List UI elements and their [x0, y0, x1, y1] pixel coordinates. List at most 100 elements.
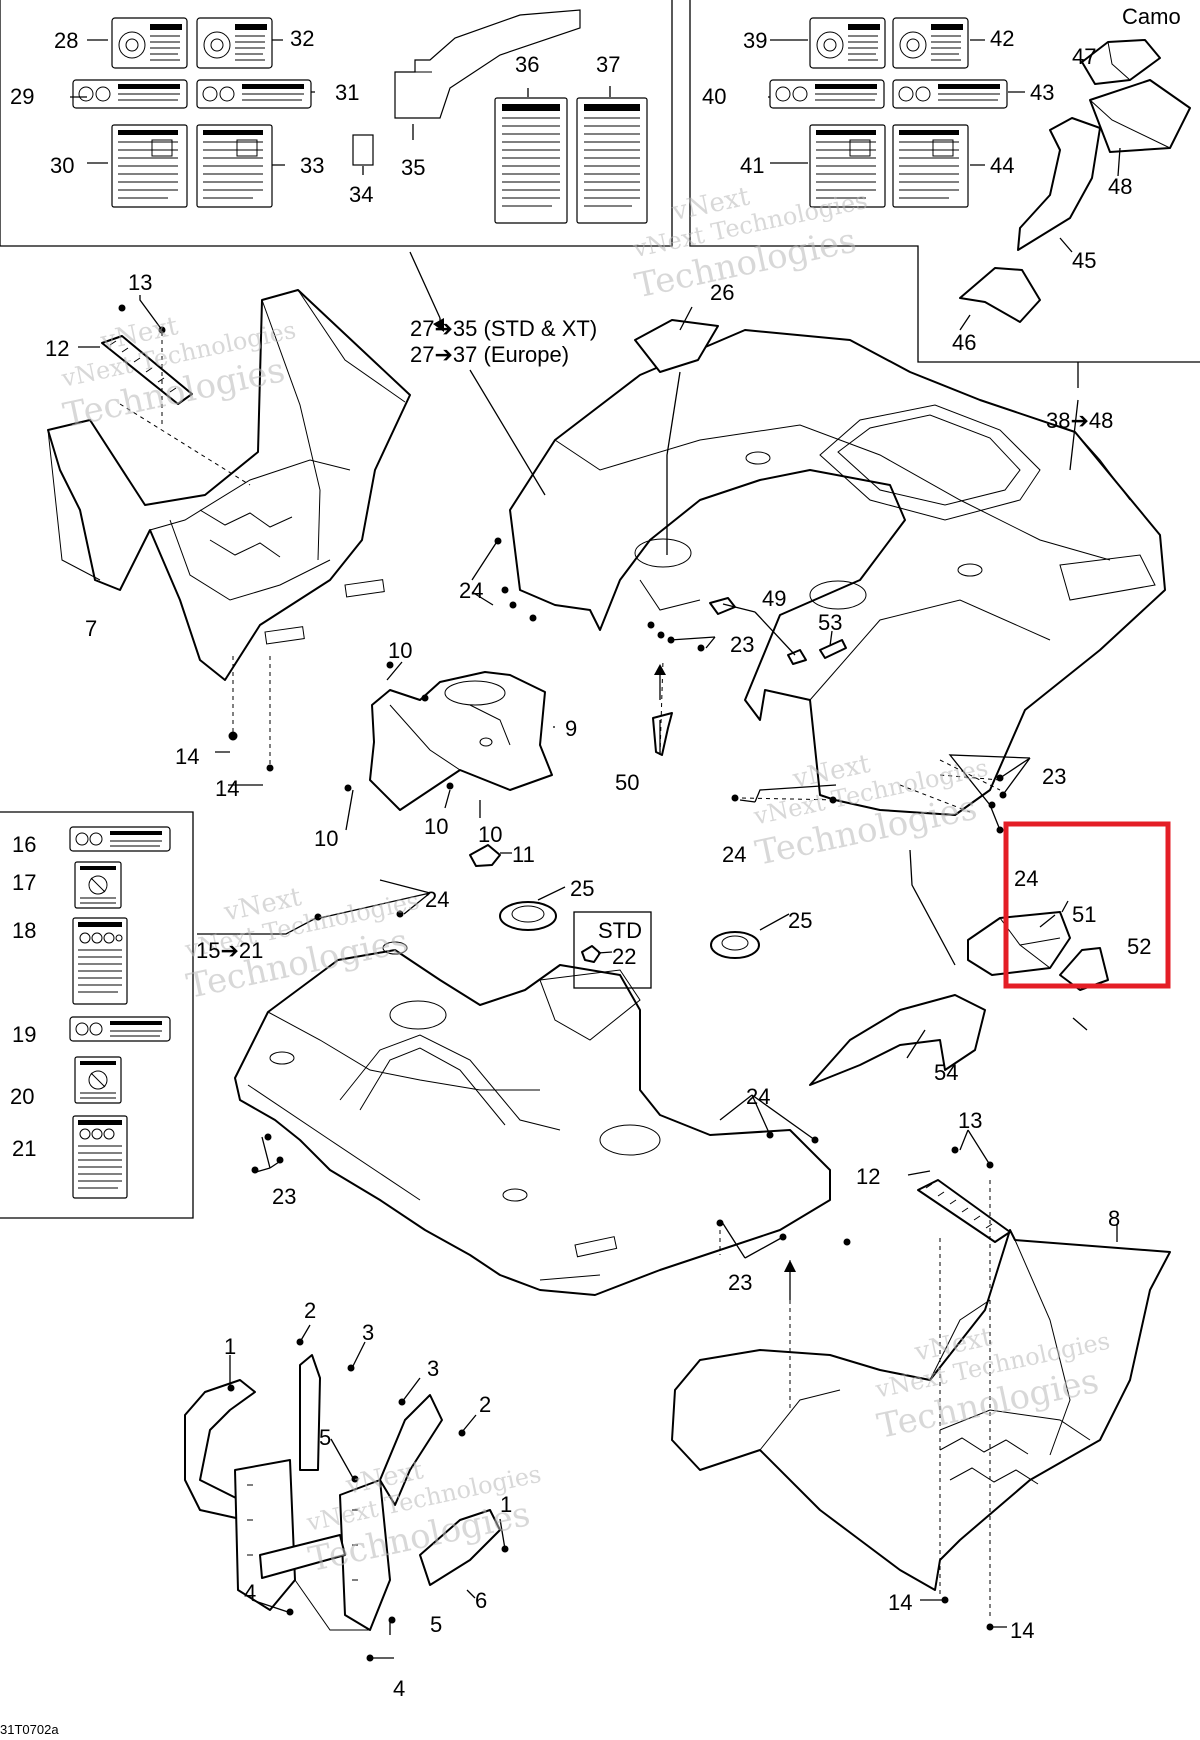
callout-10-mid: 10: [424, 814, 448, 839]
callout-24-rear-left: 24: [459, 578, 483, 603]
decal-39: [809, 17, 886, 69]
callout-20: 20: [10, 1084, 34, 1109]
std-box: [573, 911, 652, 989]
part-53: [819, 639, 847, 659]
callout-30: 30: [50, 153, 74, 178]
callout-38-48: 38➔48: [1046, 408, 1113, 433]
callout-6: 6: [475, 1588, 487, 1613]
callout-3-left: 3: [362, 1320, 374, 1345]
callout-23-rear-left: 23: [730, 632, 754, 657]
callout-18: 18: [12, 918, 36, 943]
callout-49: 49: [762, 586, 786, 611]
decal-28: [111, 17, 188, 69]
decal-33: [196, 124, 273, 208]
callout-12-bottom: 12: [856, 1164, 880, 1189]
callout-44: 44: [990, 153, 1014, 178]
part-22: [581, 945, 601, 963]
callout-3-mid: 3: [427, 1356, 439, 1381]
camo-part-47: [1081, 39, 1161, 85]
callout-36: 36: [515, 52, 539, 77]
callout-10-top: 10: [388, 638, 412, 663]
callout-14-left-a: 14: [175, 744, 199, 769]
callout-10-left: 10: [314, 826, 338, 851]
callout-40: 40: [702, 84, 726, 109]
callout-24-front-left: 24: [425, 887, 449, 912]
decal-panel-top-right: [689, 0, 1200, 363]
callout-4-left: 4: [244, 1580, 256, 1605]
callout-5-top: 5: [319, 1425, 331, 1450]
front-fender-15: [234, 941, 831, 1296]
callout-8: 8: [1108, 1206, 1120, 1231]
callout-2-right: 2: [479, 1392, 491, 1417]
callout-16: 16: [12, 832, 36, 857]
part-49b: [787, 649, 807, 665]
callout-15-21: 15➔21: [196, 938, 263, 963]
decal-37: [576, 97, 648, 224]
footrest-12-right: [917, 1179, 1011, 1243]
callout-52: 52: [1127, 934, 1151, 959]
callout-23-front-right: 23: [728, 1270, 752, 1295]
callout-22: 22: [612, 944, 636, 969]
callout-33: 33: [300, 153, 324, 178]
callout-27-37: 27➔37 (Europe): [410, 342, 569, 367]
callout-9: 9: [565, 716, 577, 741]
decal-42: [892, 17, 969, 69]
callout-34: 34: [349, 182, 373, 207]
callout-42: 42: [990, 26, 1014, 51]
callout-24-front-right: 24: [746, 1084, 770, 1109]
decal-31: [196, 79, 312, 109]
highlight-box: [1003, 821, 1171, 989]
callout-17: 17: [12, 870, 36, 895]
callout-27-35: 27➔35 (STD & XT): [410, 316, 597, 341]
dashed-guides: [119, 332, 1001, 1618]
callout-13-top: 13: [128, 270, 152, 295]
callout-24-box: 24: [1014, 866, 1038, 891]
callout-1-left: 1: [224, 1334, 236, 1359]
grommet-25-right: [710, 931, 760, 959]
callout-54: 54: [934, 1060, 958, 1085]
decal-44: [892, 124, 969, 208]
callout-31: 31: [335, 80, 359, 105]
callout-1-right: 1: [500, 1492, 512, 1517]
decal-36: [494, 97, 568, 224]
callout-29: 29: [10, 84, 34, 109]
arrows: [433, 318, 796, 1300]
callout-21: 21: [12, 1136, 36, 1161]
callout-43: 43: [1030, 80, 1054, 105]
camo-part-45: [1017, 117, 1101, 251]
callout-23-rear-right: 23: [1042, 764, 1066, 789]
callout-25-right: 25: [788, 908, 812, 933]
left-footwell-7: [47, 289, 411, 681]
callout-51: 51: [1072, 902, 1096, 927]
callout-37: 37: [596, 52, 620, 77]
decal-panel-left: [0, 811, 194, 1219]
callout-25-left: 25: [570, 876, 594, 901]
right-footwell-8: [671, 1229, 1171, 1591]
decal-16: [69, 826, 171, 852]
callout-53: 53: [818, 610, 842, 635]
callout-28: 28: [54, 28, 78, 53]
callout-32: 32: [290, 26, 314, 51]
decal-21: [72, 1115, 128, 1199]
callout-41: 41: [740, 153, 764, 178]
callout-45: 45: [1072, 248, 1096, 273]
decal-panel-top-left: [0, 0, 673, 247]
watermarks: vNext vNext Technologies Technologies vN…: [58, 181, 1112, 1580]
callout-10-right: 10: [478, 822, 502, 847]
callout-labels: 28 29 30 32 31 33 34 35 36 37 39 40 41 4…: [0, 4, 1181, 1737]
callout-23-front-left: 23: [272, 1184, 296, 1209]
callout-12-top: 12: [45, 336, 69, 361]
callout-14-left-b: 14: [215, 776, 239, 801]
camo-part-46: [959, 267, 1041, 323]
callout-2-left: 2: [304, 1298, 316, 1323]
callout-13-bottom: 13: [958, 1108, 982, 1133]
decal-19: [69, 1016, 171, 1042]
callout-48: 48: [1108, 174, 1132, 199]
part-51: [967, 911, 1071, 976]
grommet-25-left: [499, 901, 557, 931]
leader-lines: [70, 39, 1121, 1659]
callout-7: 7: [85, 616, 97, 641]
callout-50: 50: [615, 770, 639, 795]
part-50: [652, 712, 673, 756]
